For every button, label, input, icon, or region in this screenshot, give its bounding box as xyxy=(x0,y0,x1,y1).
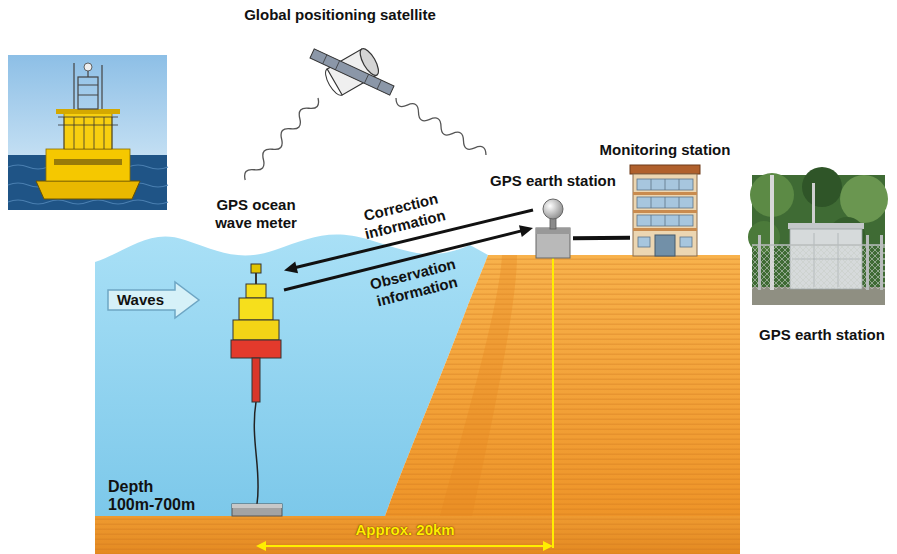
drawing-part xyxy=(680,237,692,247)
buoy-photo xyxy=(8,55,168,210)
drawing-part xyxy=(651,179,679,190)
drawing-part xyxy=(651,215,679,226)
drawing-part xyxy=(256,541,266,551)
drawing-part xyxy=(36,181,140,199)
radio-wave xyxy=(396,98,486,155)
seabed xyxy=(95,516,740,554)
drawing-part xyxy=(95,516,740,554)
connector-line xyxy=(573,236,630,240)
satellite-icon xyxy=(307,24,397,121)
drawing-part xyxy=(46,149,130,181)
drawing-part xyxy=(56,109,120,114)
node-label: GPS earth station xyxy=(490,172,616,190)
drawing-part xyxy=(633,228,697,231)
drawing-part xyxy=(655,235,675,256)
drawing-part xyxy=(866,235,869,290)
drawing-part xyxy=(74,63,102,109)
drawing-part xyxy=(64,113,112,149)
drawing-part xyxy=(8,155,167,210)
depth-label: Depth 100m-700m xyxy=(108,478,200,514)
drawing-part xyxy=(8,55,167,210)
drawing-part xyxy=(758,235,761,290)
station-cable xyxy=(573,237,630,238)
drawing-part xyxy=(637,179,693,190)
drawing-part xyxy=(95,516,740,554)
arrowhead xyxy=(519,225,533,237)
earth-station-photo xyxy=(748,167,888,305)
edge-label: Correction information xyxy=(348,186,458,246)
radio-wave xyxy=(245,98,319,180)
drawing-part xyxy=(323,55,382,89)
drawing-part xyxy=(552,258,554,548)
earth-station-antenna: GPS earth station xyxy=(533,198,573,258)
drawing-part xyxy=(752,245,885,289)
drawing-part xyxy=(543,541,553,551)
distance-label: Approx. 20km xyxy=(356,521,455,539)
drawing-part xyxy=(310,49,394,95)
drawing-part xyxy=(264,545,545,547)
node-label: GPS ocean wave meter xyxy=(206,196,306,232)
wave-meter-buoy: GPS ocean wave meter xyxy=(228,262,284,402)
drawing-part xyxy=(310,49,394,95)
drawing-part xyxy=(630,165,700,174)
drawing-part xyxy=(633,210,697,213)
drawing-part xyxy=(233,320,279,340)
drawing-part xyxy=(638,237,650,247)
waves-arrow: Waves xyxy=(108,282,199,318)
drawing-part xyxy=(322,69,342,98)
drawing-part xyxy=(536,228,570,258)
drawing-part xyxy=(251,264,261,273)
earth-station-antenna-shape xyxy=(533,198,573,258)
drawing-part xyxy=(633,174,697,256)
drawing-part xyxy=(637,215,693,226)
arrow-outline xyxy=(108,282,199,318)
drawing-part xyxy=(802,167,842,207)
drawing-part xyxy=(232,504,282,508)
arrowhead xyxy=(284,262,298,274)
node-label: Waves xyxy=(108,282,173,318)
drawing-part xyxy=(788,223,864,229)
monitoring-station-shape xyxy=(630,165,700,256)
drawing-part xyxy=(543,199,563,219)
drawing-part xyxy=(651,197,679,208)
drawing-part xyxy=(752,244,885,246)
drawing-part xyxy=(58,117,118,149)
drawing-part xyxy=(246,284,266,298)
wave-meter-buoy-shape xyxy=(228,262,284,402)
drawing-part xyxy=(239,298,273,320)
drawing-part xyxy=(252,358,260,402)
drawing-part xyxy=(880,235,883,290)
photo-caption: GPS earth station xyxy=(752,326,892,344)
mooring-line xyxy=(254,402,258,504)
satellite-label: Global positioning satellite xyxy=(230,6,450,24)
anchor-block xyxy=(232,504,282,516)
drawing-part xyxy=(232,504,282,516)
drawing-part xyxy=(231,340,281,358)
monitoring-station: Monitoring station xyxy=(630,165,700,256)
drawing-part xyxy=(54,159,122,165)
drawing-part xyxy=(78,77,98,109)
drawing-part xyxy=(840,175,888,223)
drawing-part xyxy=(84,63,92,71)
drawing-part xyxy=(633,192,697,195)
drawing-part xyxy=(440,255,517,516)
drawing-part xyxy=(637,197,693,208)
node-label: Monitoring station xyxy=(600,141,731,159)
